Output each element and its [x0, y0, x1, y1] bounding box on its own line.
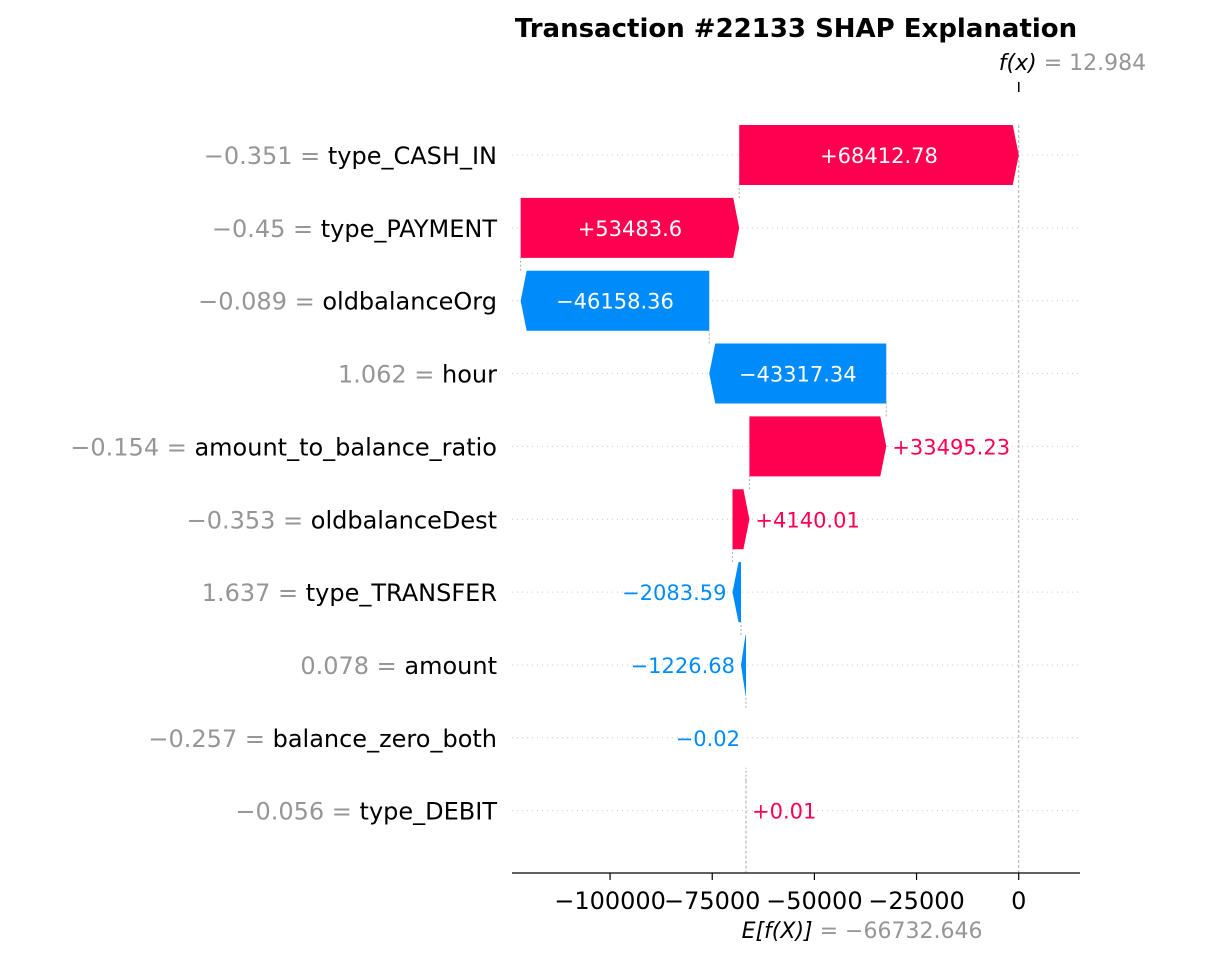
- feature-label: 1.637 = type_TRANSFER: [202, 579, 497, 607]
- x-tick-label: −75000: [664, 887, 760, 915]
- feature-name: type_DEBIT: [360, 798, 498, 826]
- feature-label: −0.45 = type_PAYMENT: [212, 215, 498, 243]
- feature-value: −0.089 =: [198, 288, 322, 316]
- bar-value-label: −0.02: [676, 727, 740, 751]
- feature-name: type_TRANSFER: [306, 579, 497, 607]
- bar-type_TRANSFER: [732, 562, 742, 623]
- bar-value-label: −2083.59: [622, 581, 726, 605]
- feature-name: balance_zero_both: [273, 725, 497, 753]
- feature-name: type_PAYMENT: [321, 215, 498, 243]
- base-value-annotation: E[f(X)] = −66732.646: [742, 919, 983, 944]
- bar-value-label: +33495.23: [892, 435, 1010, 459]
- feature-value: 0.078 =: [300, 652, 404, 680]
- feature-name: amount: [404, 652, 497, 680]
- feature-label: −0.154 = amount_to_balance_ratio: [70, 433, 497, 461]
- feature-value: −0.45 =: [212, 215, 321, 243]
- feature-name: type_CASH_IN: [328, 142, 497, 170]
- feature-label: −0.257 = balance_zero_both: [148, 725, 497, 753]
- bar-oldbalanceOrg: [520, 270, 710, 331]
- feature-name: amount_to_balance_ratio: [194, 433, 497, 461]
- bar-value-label: +4140.01: [755, 508, 859, 532]
- feature-name: oldbalanceDest: [311, 506, 497, 534]
- x-axis: −100000−75000−50000−25000 0: [512, 872, 1080, 915]
- bar-amount: [741, 634, 747, 695]
- feature-label: −0.089 = oldbalanceOrg: [198, 288, 497, 316]
- bar-value-label: +53483.6: [578, 217, 682, 241]
- bar-value-label: +68412.78: [820, 144, 938, 168]
- feature-label: 0.078 = amount: [300, 652, 497, 680]
- bar-oldbalanceDest: [732, 489, 750, 550]
- feature-labels-group: +68412.78 −0.351 = type_CASH_IN +53483.6 −0…: [70, 142, 1010, 826]
- bars-group: [520, 125, 1019, 841]
- feature-value: −0.257 =: [148, 725, 272, 753]
- feature-value: −0.353 =: [187, 506, 311, 534]
- feature-name: oldbalanceOrg: [322, 288, 497, 316]
- bar-value-label: −46158.36: [556, 290, 674, 314]
- output-value-text: = 12.984: [1044, 51, 1146, 76]
- x-tick-label: −100000: [554, 887, 666, 915]
- base-value-text: = −66732.646: [820, 919, 983, 944]
- feature-name: hour: [442, 361, 497, 389]
- feature-label: −0.056 = type_DEBIT: [235, 798, 497, 826]
- bar-value-label: +0.01: [752, 800, 816, 824]
- feature-label: −0.353 = oldbalanceDest: [187, 506, 497, 534]
- x-tick-label: −25000: [868, 887, 964, 915]
- chart-title: Transaction #22133 SHAP Explanation: [515, 14, 1077, 44]
- feature-value: 1.637 =: [202, 579, 306, 607]
- feature-value: −0.351 =: [204, 142, 328, 170]
- bar-type_PAYMENT: [520, 197, 740, 258]
- feature-label: 1.062 = hour: [338, 361, 497, 389]
- output-value-annotation: f(x) = 12.984: [999, 51, 1146, 76]
- feature-value: −0.154 =: [70, 433, 194, 461]
- feature-label: −0.351 = type_CASH_IN: [204, 142, 497, 170]
- bar-value-label: −43317.34: [739, 363, 857, 387]
- x-tick-label: 0: [1011, 887, 1026, 915]
- output-value-symbol: f(x): [999, 51, 1044, 76]
- bar-hour: [709, 343, 887, 404]
- base-value-symbol: E[f(X)]: [742, 919, 820, 944]
- bar-type_CASH_IN: [739, 125, 1019, 185]
- bar-value-label: −1226.68: [631, 654, 735, 678]
- feature-value: −0.056 =: [235, 798, 359, 826]
- x-tick-label: −50000: [766, 887, 862, 915]
- feature-value: 1.062 =: [338, 361, 442, 389]
- bar-amount_to_balance_ratio: [749, 416, 887, 477]
